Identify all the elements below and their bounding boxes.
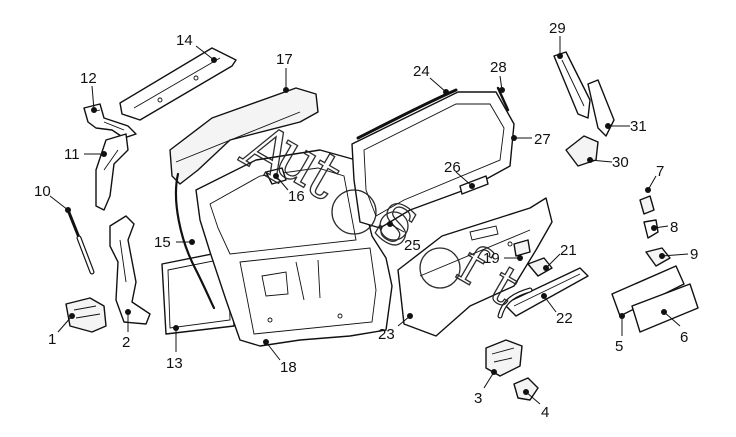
callout-22-label: 22 — [556, 310, 573, 327]
callout-4-label: 4 — [541, 404, 549, 421]
callout-23: 23 — [378, 313, 413, 343]
callout-29-label: 29 — [549, 20, 566, 37]
callout-17: 17 — [276, 51, 293, 93]
part-30-hinge — [565, 135, 599, 167]
callout-19: 19 — [483, 250, 523, 267]
part-7-bump-stop — [639, 195, 655, 215]
callout-30: 30 — [587, 154, 629, 171]
callout-18-label: 18 — [280, 359, 297, 376]
callout-1-label: 1 — [48, 331, 56, 348]
callout-5: 5 — [615, 313, 625, 355]
callout-14-label: 14 — [176, 32, 193, 49]
callout-25: 25 — [387, 221, 421, 254]
part-14-spoiler-trim — [119, 47, 237, 121]
callout-14: 14 — [176, 32, 217, 63]
watermark-ring — [419, 247, 461, 289]
callout-9: 9 — [659, 246, 698, 263]
callout-12: 12 — [80, 70, 97, 113]
part-10-gas-strut — [66, 208, 95, 275]
cable — [497, 287, 533, 319]
callout-1: 1 — [48, 313, 75, 348]
callout-26: 26 — [444, 159, 475, 189]
callout-12-label: 12 — [80, 70, 97, 87]
callout-22: 22 — [541, 293, 573, 327]
callout-19-label: 19 — [483, 250, 500, 267]
watermark-ring — [331, 189, 377, 235]
callout-26-label: 26 — [444, 159, 461, 176]
callout-8-label: 8 — [670, 219, 678, 236]
callout-6: 6 — [661, 309, 688, 346]
part-23-lower-trim — [397, 197, 553, 337]
part-21-latch — [527, 257, 553, 277]
callout-24: 24 — [413, 63, 449, 95]
part-9-grommet — [645, 247, 671, 267]
callout-13-label: 13 — [166, 355, 183, 372]
callout-24-label: 24 — [413, 63, 430, 80]
callout-30-label: 30 — [612, 154, 629, 171]
callout-28-label: 28 — [490, 59, 507, 76]
callout-2: 2 — [122, 309, 131, 351]
callout-31: 31 — [605, 118, 647, 135]
callout-31-label: 31 — [630, 118, 647, 135]
part-15-weatherstrip — [174, 172, 216, 310]
part-24-window-seal — [356, 88, 458, 140]
callout-28: 28 — [490, 59, 507, 93]
callout-15: 15 — [154, 234, 195, 251]
part-6-panel — [631, 283, 699, 333]
watermark-ring — [379, 211, 409, 241]
callout-25-label: 25 — [404, 237, 421, 254]
callout-15-label: 15 — [154, 234, 171, 251]
callout-6-label: 6 — [680, 329, 688, 346]
callout-2-label: 2 — [122, 334, 130, 351]
callout-27-label: 27 — [534, 131, 551, 148]
part-1-actuator — [65, 297, 107, 333]
callout-7: 7 — [645, 163, 664, 193]
callout-18: 18 — [263, 339, 297, 376]
callout-10-label: 10 — [34, 183, 51, 200]
part-27-rear-glass — [351, 91, 515, 229]
callout-29: 29 — [549, 20, 566, 59]
callout-27: 27 — [511, 131, 551, 148]
callout-21: 21 — [543, 242, 577, 271]
callout-21-label: 21 — [560, 242, 577, 259]
callout-4: 4 — [523, 389, 549, 421]
callout-3-label: 3 — [474, 390, 482, 407]
part-19-clip — [513, 239, 531, 257]
callout-11-label: 11 — [64, 146, 80, 163]
callout-3: 3 — [474, 369, 497, 407]
callout-10: 10 — [34, 183, 71, 213]
callout-5-label: 5 — [615, 338, 623, 355]
callout-8: 8 — [651, 219, 678, 236]
callout-17-label: 17 — [276, 51, 293, 68]
part-3-lock — [485, 339, 523, 377]
part-29-strut-trim — [553, 51, 591, 119]
callout-16: 16 — [273, 173, 305, 205]
callout-9-label: 9 — [690, 246, 698, 263]
callouts: 1 2 3 4 5 6 7 — [34, 20, 698, 421]
callout-7-label: 7 — [656, 163, 664, 180]
part-2-side-trim — [109, 215, 151, 325]
part-11-pillar-trim — [95, 133, 129, 211]
callout-23-label: 23 — [378, 326, 395, 343]
callout-11: 11 — [64, 146, 107, 163]
callout-13: 13 — [166, 325, 183, 372]
part-8-clip — [643, 219, 659, 239]
part-5-panel — [611, 265, 685, 317]
part-22-sill — [503, 267, 589, 317]
callout-16-label: 16 — [288, 188, 305, 205]
